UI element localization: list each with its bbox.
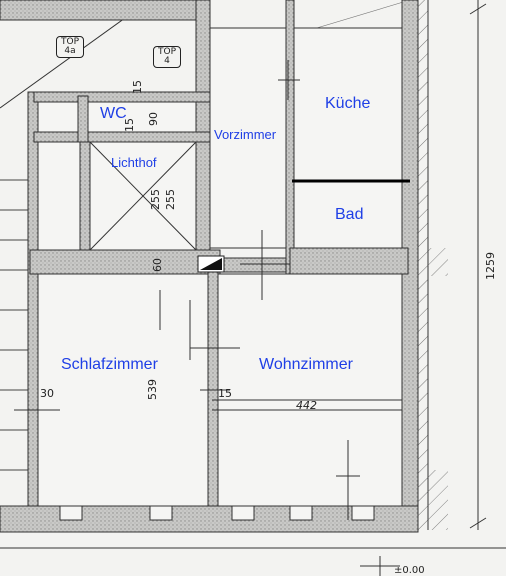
dimension-255-a: 255 xyxy=(149,189,162,210)
room-label-kueche: Küche xyxy=(325,95,371,112)
dimension-255-b: 255 xyxy=(164,189,177,210)
unit-tag-top-4-line2: 4 xyxy=(164,56,170,66)
dimension-15-mid: 15 xyxy=(218,387,232,400)
unit-tag-top-4-line1: TOP xyxy=(157,47,176,57)
dimension-15-top: 15 xyxy=(131,80,144,94)
dimension-30: 30 xyxy=(40,387,54,400)
unit-tag-top-4a: TOP 4a xyxy=(56,36,84,58)
lichthof-cross xyxy=(89,141,197,251)
door-marks xyxy=(14,60,402,520)
room-label-wohnzimmer: Wohnzimmer xyxy=(259,356,353,373)
dimension-1259: 1259 xyxy=(484,252,497,280)
unit-tag-top-4a-line2: 4a xyxy=(64,46,76,56)
dimension-539: 539 xyxy=(146,379,159,400)
dimension-line-right xyxy=(469,0,487,530)
windows-bottom xyxy=(59,505,375,521)
walls xyxy=(0,0,419,533)
dimension-15-wc: 15 xyxy=(123,118,136,132)
unit-tag-top-4a-line1: TOP xyxy=(60,37,79,47)
dimension-90: 90 xyxy=(147,112,160,126)
unit-tag-top-4: TOP 4 xyxy=(153,46,181,68)
room-label-schlafzimmer: Schlafzimmer xyxy=(61,356,158,373)
level-mark: ±0.00 xyxy=(394,565,425,576)
room-label-wc: WC xyxy=(100,105,127,122)
dimension-442: 442 xyxy=(296,399,317,412)
room-label-vorzimmer: Vorzimmer xyxy=(214,127,277,142)
stair-lines-left xyxy=(0,179,30,471)
room-label-bad: Bad xyxy=(335,206,364,223)
dimension-60: 60 xyxy=(151,258,164,272)
room-label-lichthof: Lichthof xyxy=(111,155,157,170)
room-fills xyxy=(37,27,403,507)
bottom-lines xyxy=(0,547,506,576)
stair-symbol xyxy=(197,255,225,273)
